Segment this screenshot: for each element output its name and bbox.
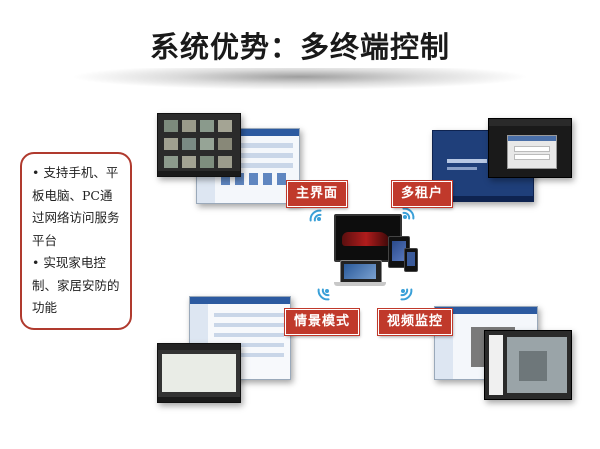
wifi-signal-icon-bottom-right — [400, 288, 413, 301]
bullet-item-1: • 支持手机、平板电脑、PC通过网络访问服务平台 — [32, 165, 120, 248]
label-multi-tenant: 多租户 — [392, 181, 453, 207]
video-tablet-screenshot — [484, 330, 572, 400]
title-shadow-decoration — [70, 68, 530, 90]
bullet-box: • 支持手机、平板电脑、PC通过网络访问服务平台 • 实现家电控制、家居安防的功… — [20, 152, 132, 330]
laptop-device — [340, 260, 382, 284]
label-scene-mode: 情景模式 — [285, 309, 360, 335]
label-main-interface: 主界面 — [287, 181, 348, 207]
multi-device-illustration — [318, 210, 418, 292]
label-video-surveillance: 视频监控 — [378, 309, 453, 335]
scene-mode-tablet-screenshot — [157, 343, 241, 403]
slide-title: 系统优势：多终端控制 — [149, 30, 450, 64]
tenant-dialog-screenshot — [488, 118, 572, 178]
wifi-signal-icon-top-right — [402, 207, 415, 220]
wifi-signal-icon-top-left — [309, 209, 322, 222]
bullet-item-2: • 实现家电控制、家居安防的功能 — [32, 255, 120, 315]
main-interface-tablet-screenshot — [157, 113, 241, 177]
phone-device — [404, 248, 418, 272]
wifi-signal-icon-bottom-left — [317, 288, 330, 301]
